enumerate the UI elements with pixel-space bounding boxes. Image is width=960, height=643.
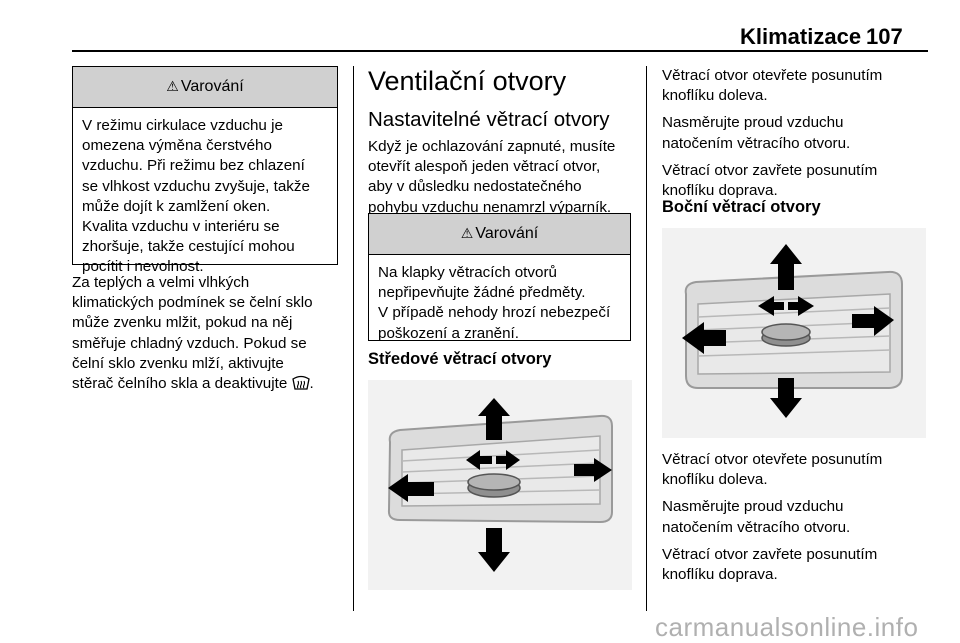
center-vents-heading: Středové větrací otvory: [368, 350, 552, 368]
text-suffix: .: [309, 375, 314, 393]
text-line: natočením větracího otvoru.: [662, 134, 851, 152]
warning-text: Na klapky větracích otvorů nepřipevňujte…: [369, 255, 630, 352]
side-vent-instructions: Větrací otvor otevřete posunutím knoflík…: [662, 450, 932, 585]
column-divider-1: [353, 66, 354, 611]
paragraph: Větrací otvor zavřete posunutím knoflíku…: [662, 545, 932, 585]
text-line: Za teplých a velmi vlhkých: [72, 274, 250, 291]
text-line: Větrací otvor zavřete posunutím: [662, 161, 878, 179]
paragraph: Větrací otvor zavřete posunutím knoflíku…: [662, 161, 932, 201]
warning-line: omezena výměna čerstvého: [82, 137, 272, 155]
paragraph: Nasměrujte proud vzduchu natočením větra…: [662, 497, 932, 537]
text-line: knoflíku doprava.: [662, 566, 778, 584]
text-line: pohybu vzduchu nenamrzl výparník.: [368, 198, 612, 216]
text-line: Když je ochlazování zapnuté, musíte: [368, 138, 616, 155]
text-line: Nasměrujte proud vzduchu: [662, 114, 844, 132]
text-line: Větrací otvor otevřete posunutím: [662, 451, 883, 468]
section-title: Ventilační otvory: [368, 66, 567, 96]
warning-line: zhoršuje, takže cestující mohou: [82, 238, 295, 256]
side-vent-illustration: [662, 228, 926, 438]
text-line: knoflíku doleva.: [662, 87, 768, 105]
warning-line: V případě nehody hrozí nebezpečí: [378, 304, 611, 322]
center-vent-illustration: [368, 380, 632, 590]
warning-line: Na klapky větracích otvorů: [378, 264, 557, 281]
running-header-title: Klimatizace: [740, 24, 862, 49]
text-line: Větrací otvor zavřete posunutím: [662, 545, 878, 563]
humidity-paragraph: Za teplých a velmi vlhkých klimatických …: [72, 273, 344, 396]
warning-header: ⚠ Varování: [369, 214, 630, 255]
warning-title: Varování: [180, 78, 244, 95]
warning-line: vzduchu. Při režimu bez chlazení: [82, 157, 305, 175]
windshield-defrost-icon: [291, 375, 310, 396]
warning-header: ⚠ Varování: [73, 67, 337, 108]
center-vent-instructions: Větrací otvor otevřete posunutím knoflík…: [662, 66, 932, 201]
text-line: aby v důsledku nedostatečného: [368, 178, 582, 196]
page-number: 107: [866, 24, 903, 49]
warning-line: pocítit i nevolnost.: [82, 258, 204, 276]
warning-text: V režimu cirkulace vzduchu je omezena vý…: [73, 108, 337, 286]
text-line: Nasměrujte proud vzduchu: [662, 498, 844, 516]
warning-box-vents: ⚠ Varování Na klapky větracích otvorů ne…: [368, 213, 631, 342]
warning-triangle-icon: ⚠: [166, 79, 179, 95]
intro-paragraph: Když je ochlazování zapnuté, musíte otev…: [368, 137, 636, 218]
column-divider-2: [646, 66, 647, 611]
text-line: klimatických podmínek se čelní sklo: [72, 294, 313, 312]
text-line: může zvenku mlžit, pokud na něj: [72, 314, 293, 332]
text-line: otevřít alespoň jeden větrací otvor,: [368, 158, 601, 176]
warning-title: Varování: [475, 225, 539, 242]
warning-triangle-icon: ⚠: [460, 226, 474, 242]
warning-box-recirculation: ⚠ Varování V režimu cirkulace vzduchu je…: [72, 66, 338, 275]
text-line: stěrač čelního skla a deaktivujte: [72, 375, 288, 393]
subsection-title: Nastavitelné větrací otvory: [368, 108, 610, 131]
paragraph: Větrací otvor otevřete posunutím knoflík…: [662, 66, 932, 106]
warning-line: se vlhkost vzduchu zvyšuje, takže: [82, 177, 310, 195]
warning-line: Kvalita vzduchu v interiéru se: [82, 218, 280, 236]
watermark: carmanualsonline.info: [655, 612, 919, 642]
text-line-with-icon: stěrač čelního skla a deaktivujte .: [72, 374, 344, 396]
paragraph: Nasměrujte proud vzduchu natočením větra…: [662, 113, 932, 153]
side-vents-heading: Boční větrací otvory: [662, 198, 821, 216]
text-line: Větrací otvor otevřete posunutím: [662, 67, 883, 84]
warning-line: může dojít k zamlžení oken.: [82, 197, 271, 215]
text-line: natočením větracího otvoru.: [662, 518, 851, 536]
warning-line: nepřipevňujte žádné předměty.: [378, 284, 586, 302]
text-line: směřuje chladný vzduch. Pokud se: [72, 334, 307, 352]
text-line: knoflíku doleva.: [662, 471, 768, 489]
text-line: knoflíku doprava.: [662, 182, 778, 200]
warning-line: V režimu cirkulace vzduchu je: [82, 117, 283, 134]
paragraph: Větrací otvor otevřete posunutím knoflík…: [662, 450, 932, 490]
warning-line: poškození a zranění.: [378, 324, 519, 342]
header-rule: [72, 50, 928, 52]
text-line: čelní sklo zvenku mlží, aktivujte: [72, 354, 284, 372]
